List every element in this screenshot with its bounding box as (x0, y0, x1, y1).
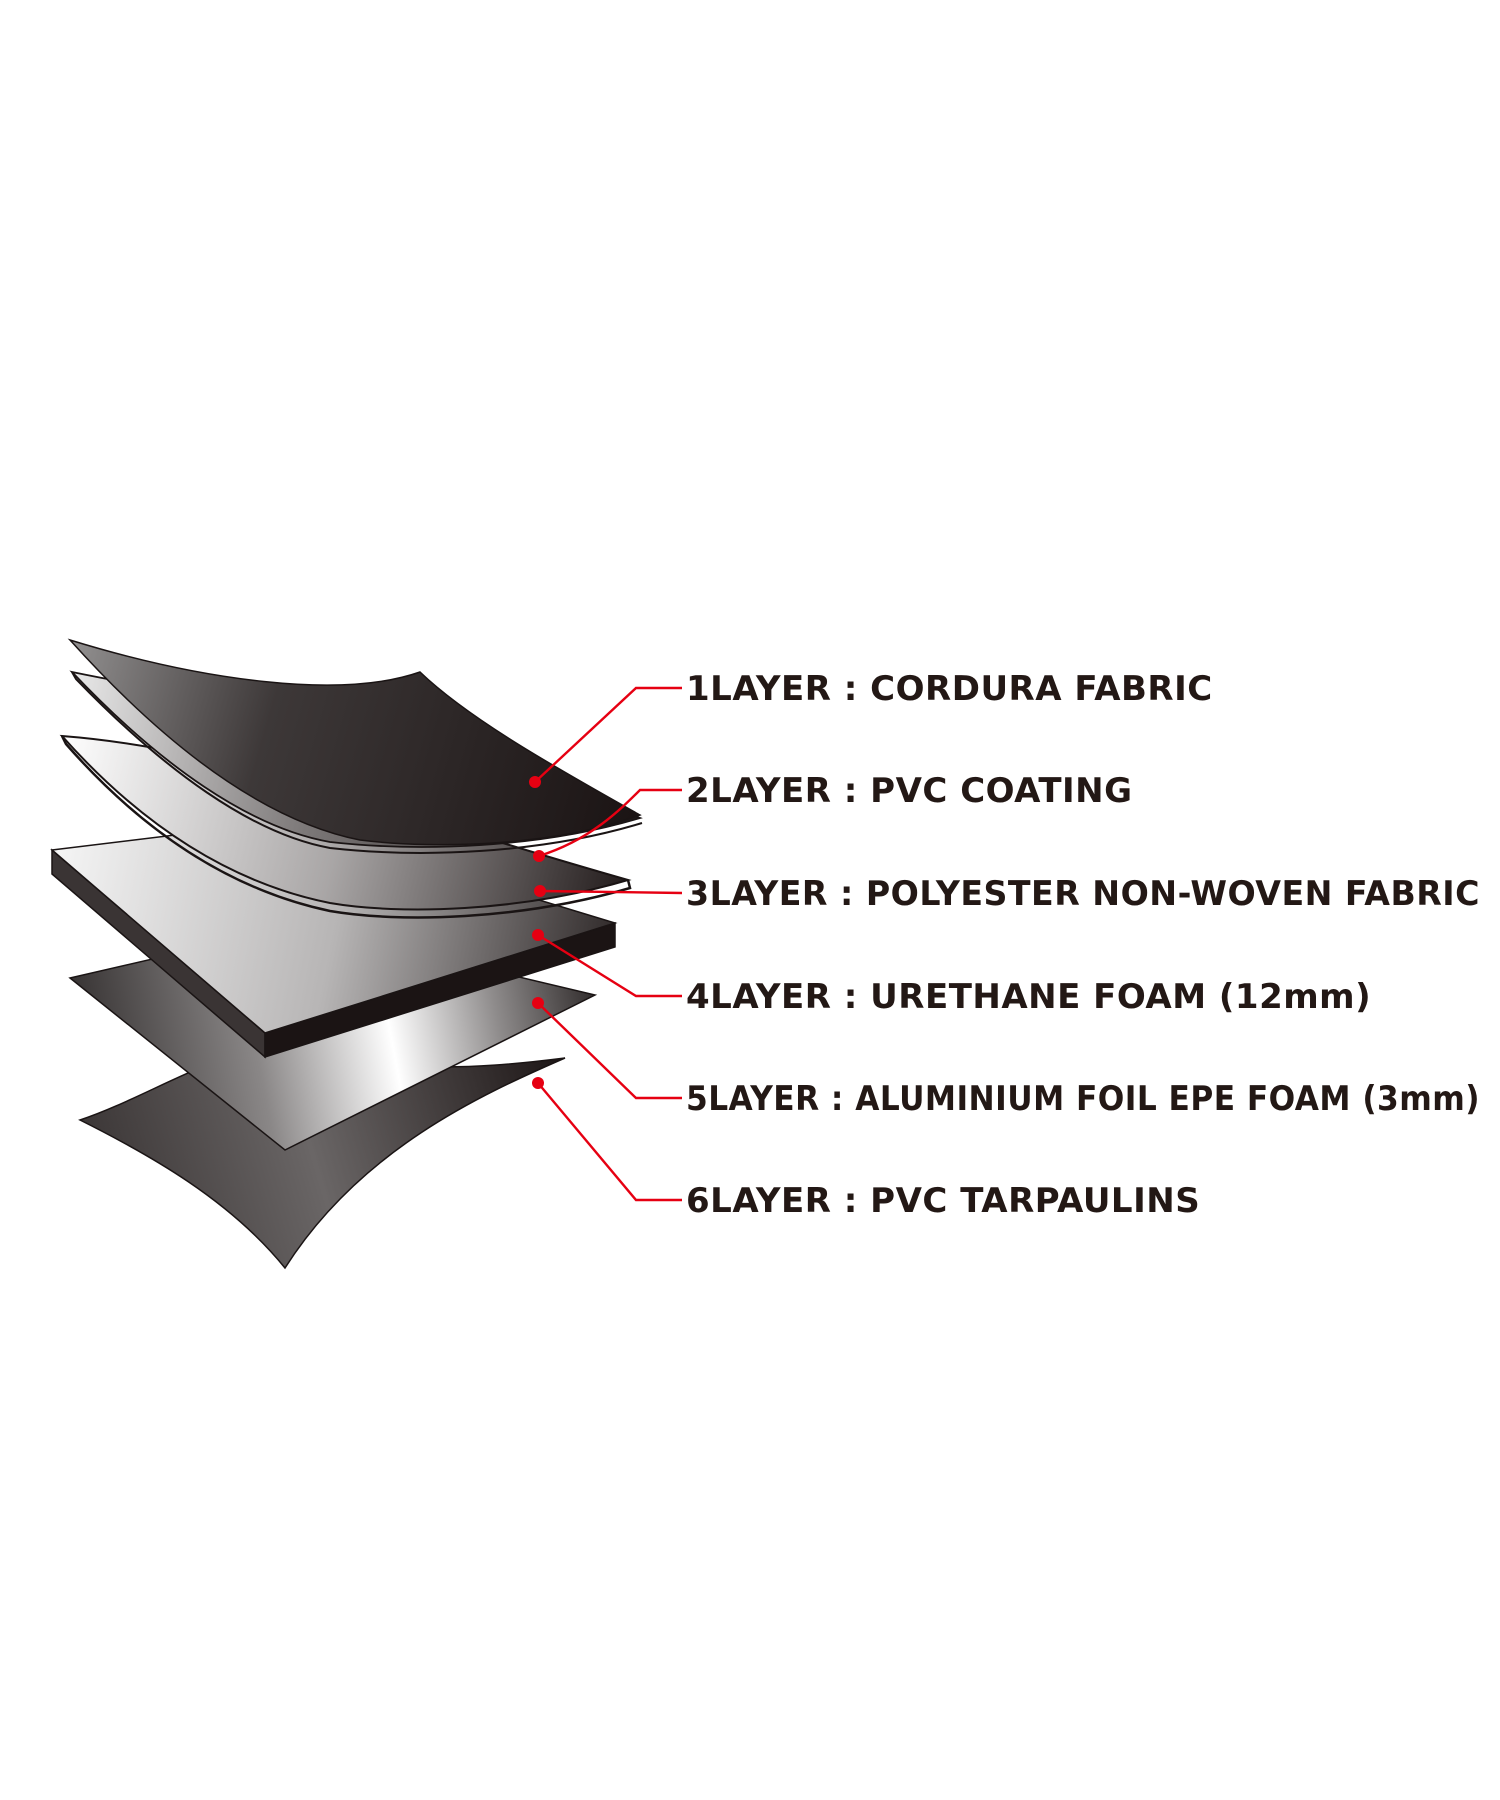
leader-line-6 (537, 1082, 682, 1202)
layer-5-label: 5LAYER : ALUMINIUM FOIL EPE FOAM (3mm) (686, 1079, 1480, 1119)
layer-4-slab (50, 821, 618, 1059)
leader-line-5 (537, 1002, 682, 1100)
layer-3-label: 3LAYER : POLYESTER NON-WOVEN FABRIC (686, 874, 1480, 914)
leader-dot-6 (532, 1077, 544, 1089)
leader-lines (529, 686, 683, 1202)
leader-dot-3 (534, 885, 546, 897)
leader-line-1 (534, 686, 682, 783)
leader-line-2 (538, 788, 682, 858)
leader-dot-1 (529, 776, 541, 788)
leader-line-3 (539, 889, 683, 895)
leader-dot-5 (532, 997, 544, 1009)
leader-dot-4 (532, 929, 544, 941)
layer-6-label: 6LAYER : PVC TARPAULINS (686, 1181, 1200, 1221)
leader-line-4 (537, 933, 682, 998)
layer-1-label: 1LAYER : CORDURA FABRIC (686, 669, 1213, 709)
layer-4-label: 4LAYER : URETHANE FOAM (12mm) (686, 977, 1371, 1017)
layer-labels: 1LAYER : CORDURA FABRIC 2LAYER : PVC COA… (686, 669, 1480, 1221)
layer-2-label: 2LAYER : PVC COATING (686, 771, 1133, 811)
leader-dot-2 (533, 850, 545, 862)
layer-1-sheet (67, 638, 642, 846)
